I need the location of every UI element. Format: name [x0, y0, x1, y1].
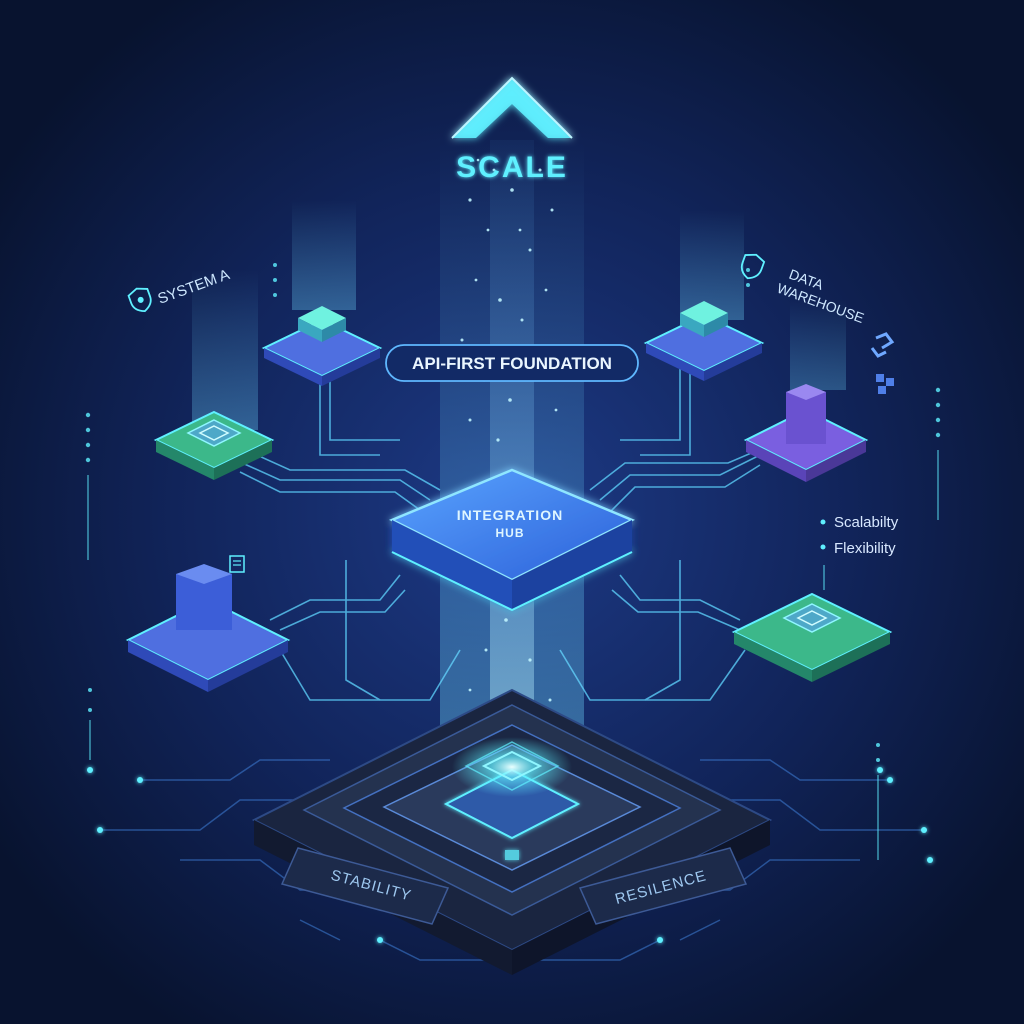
- trace-dots: [87, 767, 933, 943]
- node-top-right: [643, 301, 765, 381]
- node-bottom-right: [731, 592, 893, 682]
- foundation-label: API-FIRST FOUNDATION: [412, 354, 612, 373]
- node-bottom-left: [125, 564, 291, 692]
- decor-dots: [85, 263, 941, 762]
- node-right-purple: [743, 384, 869, 482]
- scale-arrow: [451, 76, 573, 139]
- integration-hub-block: [388, 468, 636, 612]
- shield-icon: [740, 253, 766, 280]
- node-top-left: [261, 306, 383, 386]
- benefit-scalability: Scalabilty: [834, 514, 899, 531]
- puzzle-icon: [876, 374, 894, 394]
- link-icon: [870, 332, 895, 358]
- hub-label-line2: HUB: [496, 526, 525, 540]
- hub-label-line1: INTEGRATION: [457, 507, 563, 523]
- beam-particles: [460, 158, 558, 722]
- stability-tag: [280, 847, 450, 925]
- foundation-pill: [385, 344, 639, 382]
- shield-icon: [127, 287, 152, 313]
- decor-lines: [87, 450, 939, 860]
- benefit-bullets: [820, 519, 826, 550]
- document-icon: [229, 555, 245, 573]
- central-beam: [440, 140, 584, 760]
- scale-title: SCALE: [456, 151, 568, 184]
- resilience-tag: [578, 847, 748, 925]
- circuit-traces: [100, 759, 924, 961]
- light-columns: [192, 200, 846, 430]
- node-left-green: [153, 410, 275, 480]
- benefit-flexibility: Flexibility: [834, 540, 896, 557]
